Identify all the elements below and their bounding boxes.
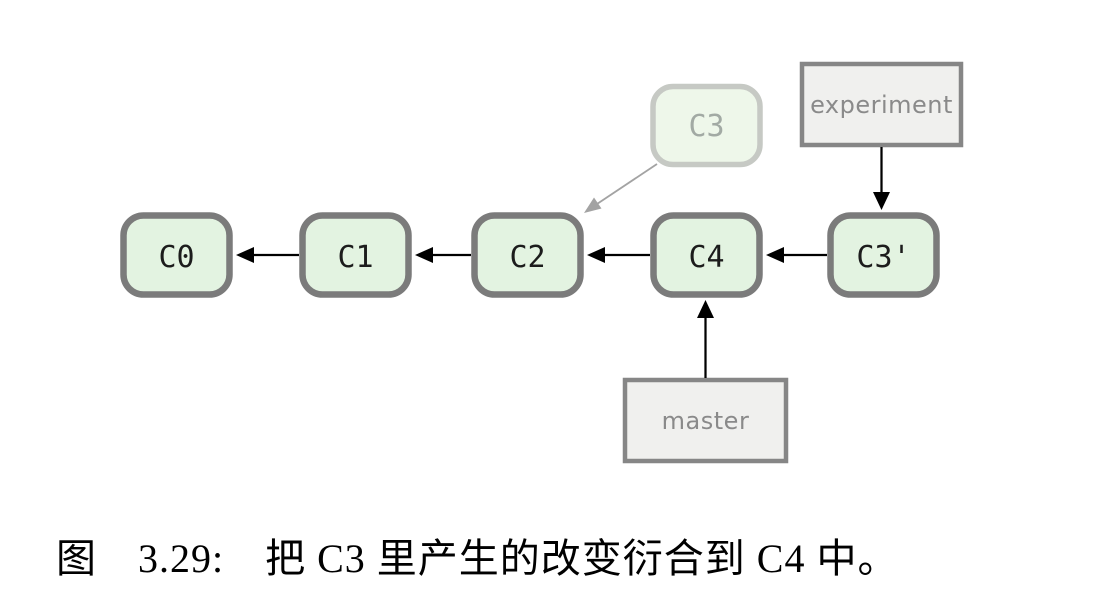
arrow-c3p-to-c4-head bbox=[766, 247, 784, 263]
branch-label-master: master bbox=[662, 407, 750, 435]
branch-box-experiment bbox=[799, 61, 964, 148]
arrow-c3-to-c2-head bbox=[584, 197, 602, 213]
figure-caption: 图 3.29: 把 C3 里产生的改变衍合到 C4 中。 bbox=[56, 536, 899, 581]
branch-box-master bbox=[622, 377, 789, 464]
arrow-c2-to-c1-head bbox=[415, 247, 433, 263]
commit-label-c0: C0 bbox=[158, 240, 194, 275]
commit-node-c4 bbox=[650, 212, 763, 298]
arrow-experiment-to-c3p-head bbox=[873, 192, 890, 210]
commit-node-c2 bbox=[471, 212, 584, 298]
git-rebase-diagram: C3 experiment master C0 C1 C2 C4 C3' bbox=[120, 61, 964, 464]
branch-label-experiment: experiment bbox=[810, 91, 953, 119]
commit-node-c3-ghost bbox=[650, 83, 763, 168]
commit-node-c3-prime bbox=[827, 212, 940, 298]
commit-label-c2: C2 bbox=[509, 240, 545, 275]
arrow-c3-to-c2-line bbox=[596, 163, 658, 205]
arrow-master-to-c4-head bbox=[697, 300, 714, 318]
commit-label-c3-ghost: C3 bbox=[688, 109, 724, 144]
commit-node-c0 bbox=[120, 212, 233, 298]
commit-node-c1 bbox=[299, 212, 412, 298]
commit-label-c4: C4 bbox=[688, 240, 724, 275]
arrow-c4-to-c2-head bbox=[587, 247, 605, 263]
arrow-c1-to-c0-head bbox=[236, 247, 254, 263]
commit-label-c1: C1 bbox=[337, 240, 373, 275]
commit-label-c3-prime: C3' bbox=[856, 240, 910, 275]
